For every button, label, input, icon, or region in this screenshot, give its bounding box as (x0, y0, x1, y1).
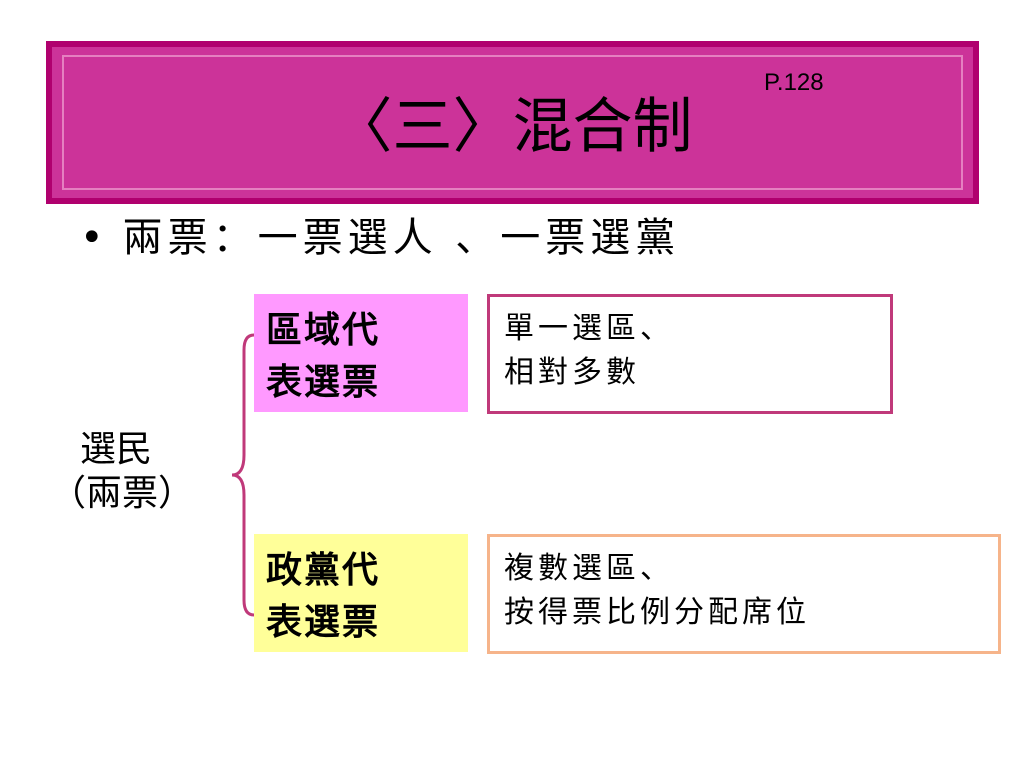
title-banner-inner-frame: P.128 〈三〉混合制 (62, 55, 963, 190)
slide-title: 〈三〉混合制 (332, 92, 693, 162)
party-description-box: 複數選區、 按得票比例分配席位 (487, 534, 1001, 654)
party-description-line-2: 按得票比例分配席位 (504, 595, 810, 630)
voter-label-line-2: （兩票） (50, 473, 195, 514)
district-ballot-line-1: 區域代 (266, 309, 381, 351)
district-description-box: 單一選區、 相對多數 (487, 294, 893, 414)
district-description-line-1: 單一選區、 (504, 311, 674, 346)
bullet-point: • 兩票：一票選人 、一票選黨 (80, 214, 680, 262)
party-ballot-line-2: 表選票 (266, 601, 381, 643)
left-brace-icon (231, 333, 256, 617)
title-banner: P.128 〈三〉混合制 (46, 41, 979, 204)
party-description-line-1: 複數選區、 (504, 551, 674, 586)
bullet-text: 兩票：一票選人 、一票選黨 (122, 215, 681, 261)
party-ballot-box: 政黨代 表選票 (254, 534, 468, 652)
district-description-line-2: 相對多數 (504, 355, 640, 390)
district-ballot-line-2: 表選票 (266, 361, 381, 403)
district-ballot-box: 區域代 表選票 (254, 294, 468, 412)
bullet-dot: • (80, 215, 109, 261)
party-ballot-line-1: 政黨代 (266, 549, 381, 591)
voter-label-line-1: 選民 (80, 429, 153, 470)
voter-label: 選民 （兩票） (50, 428, 195, 516)
page-reference: P.128 (764, 69, 824, 96)
